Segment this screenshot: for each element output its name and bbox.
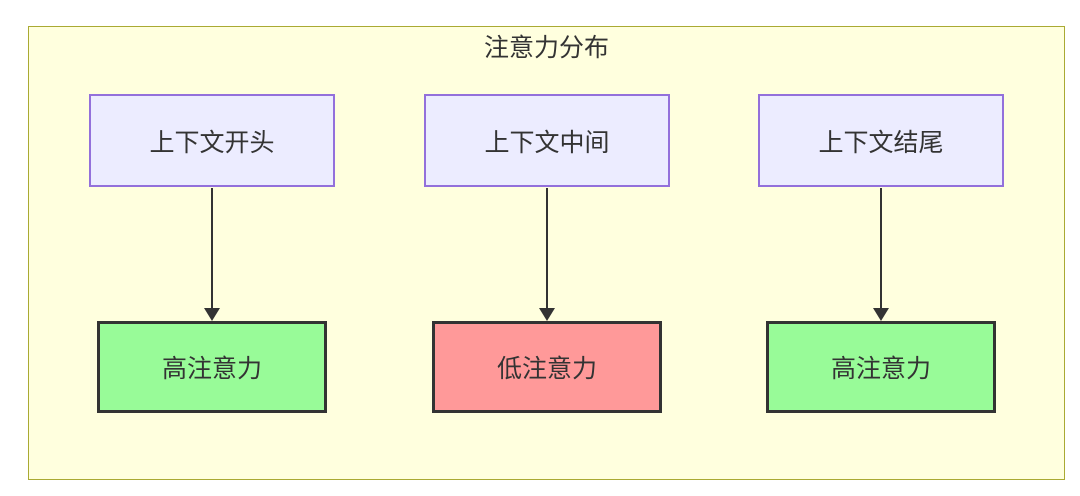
node-context-middle-label: 上下文中间 xyxy=(484,128,610,157)
node-high-attention-start-label: 高注意力 xyxy=(161,355,262,383)
node-high-attention-end: 高注意力 xyxy=(766,321,996,413)
node-context-middle: 上下文中间 xyxy=(424,94,670,187)
node-low-attention-middle: 低注意力 xyxy=(432,321,662,413)
node-high-attention-end-label: 高注意力 xyxy=(830,355,931,383)
node-context-start-label: 上下文开头 xyxy=(149,128,275,157)
arrow-line xyxy=(880,188,882,309)
node-context-start: 上下文开头 xyxy=(89,94,335,187)
arrow-line xyxy=(546,188,548,309)
node-context-end: 上下文结尾 xyxy=(758,94,1004,187)
arrow-line xyxy=(211,188,213,309)
diagram-title: 注意力分布 xyxy=(483,34,609,62)
node-low-attention-middle-label: 低注意力 xyxy=(496,355,597,383)
node-context-end-label: 上下文结尾 xyxy=(818,128,944,157)
node-high-attention-start: 高注意力 xyxy=(97,321,327,413)
arrow-head-icon xyxy=(539,308,555,321)
arrow-head-icon xyxy=(873,308,889,321)
arrow-head-icon xyxy=(204,308,220,321)
